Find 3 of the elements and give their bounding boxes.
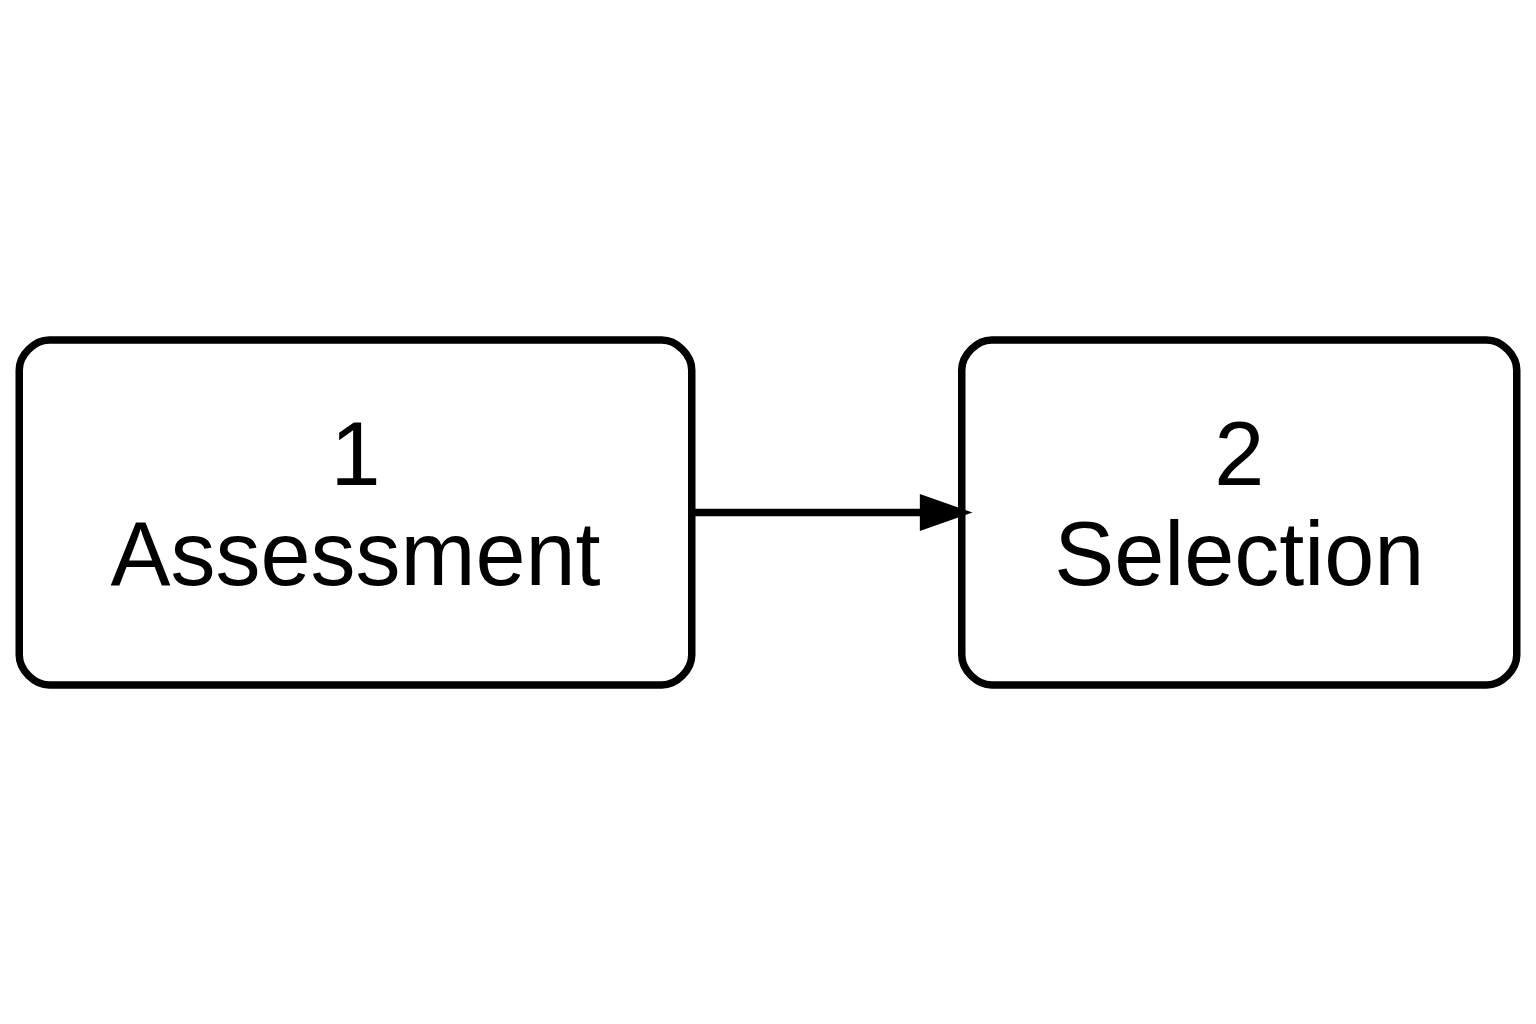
- node-box: 2 Selection: [958, 335, 1521, 689]
- arrow: [692, 493, 973, 531]
- node-box: 1 Assessment: [15, 335, 696, 689]
